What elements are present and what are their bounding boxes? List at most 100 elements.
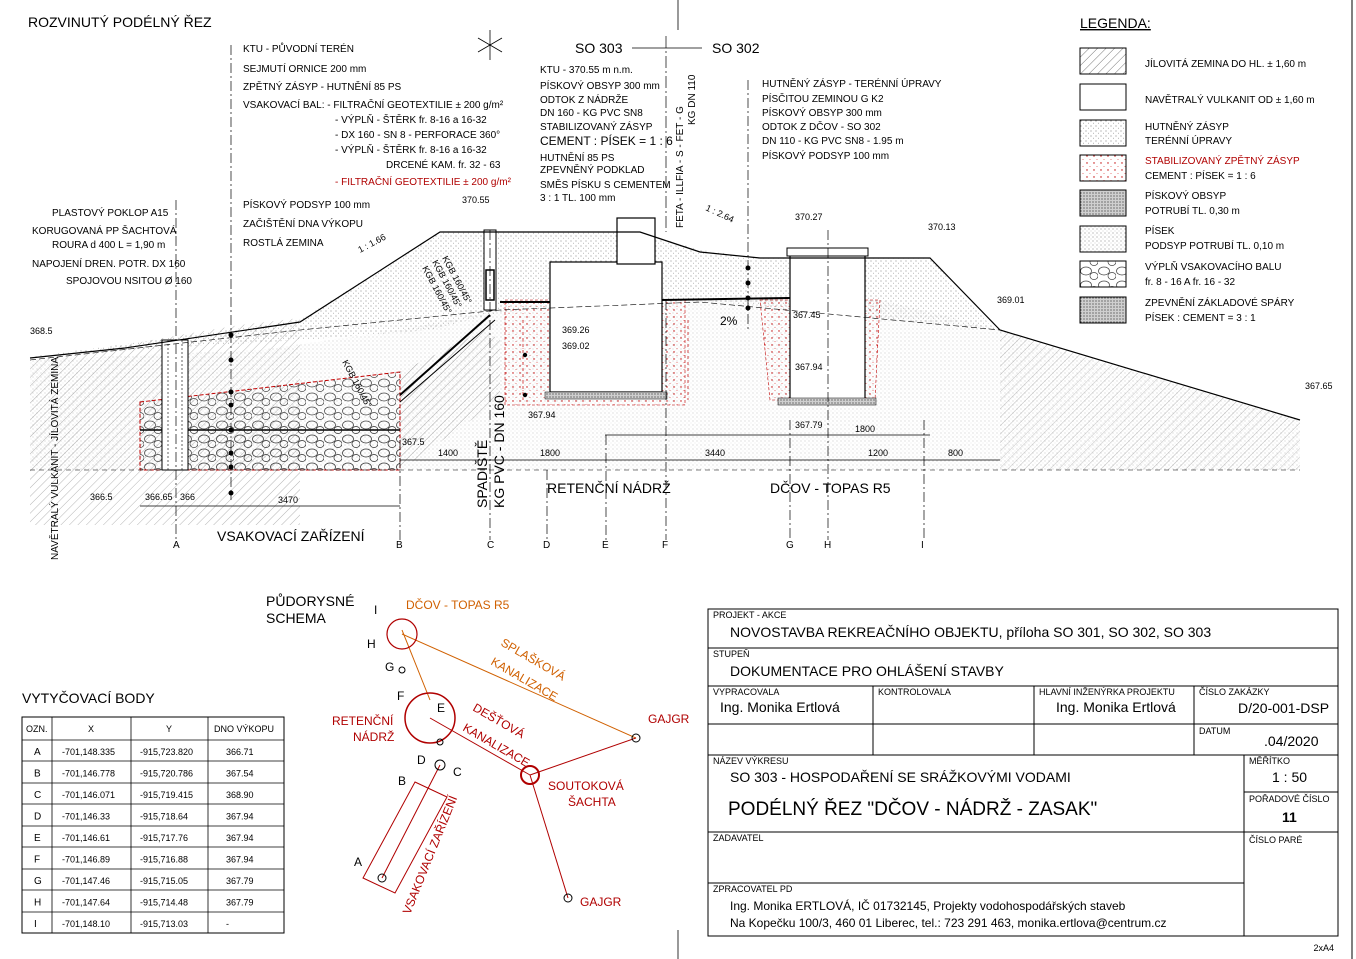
svg-text:1 : 1.66: 1 : 1.66 [356, 232, 387, 255]
svg-text:367.5: 367.5 [402, 437, 425, 447]
section-title: ROZVINUTÝ PODÉLNÝ ŘEZ [28, 14, 212, 30]
table-cell: -915,718.64 [140, 812, 188, 822]
table-cell: 367.94 [226, 855, 254, 865]
svg-text:PÍSKOVÝ OBSYP 300 mm: PÍSKOVÝ OBSYP 300 mm [540, 79, 660, 92]
table-cell: - [226, 919, 229, 929]
notes-left: KTU - PŮVODNÍ TERÉN SEJMUTÍ ORNICE 200 m… [243, 42, 512, 249]
svg-text:VÝPLŇ VSAKOVACÍHO BALU: VÝPLŇ VSAKOVACÍHO BALU [1145, 260, 1282, 273]
axis-letters: A B C D E F G H I [173, 540, 924, 551]
svg-text:HLAVNÍ INŽENÝRKA PROJEKTU: HLAVNÍ INŽENÝRKA PROJEKTU [1039, 687, 1175, 697]
svg-text:ODTOK Z NÁDRŽE: ODTOK Z NÁDRŽE [540, 93, 628, 106]
notes-right: HUTNĚNÝ ZÁSYP - TERÉNNÍ ÚPRAVY PÍSČITOU … [762, 77, 942, 162]
svg-text:1 : 50: 1 : 50 [1272, 769, 1307, 785]
svg-text:RETENČNÍ: RETENČNÍ [332, 713, 394, 728]
svg-text:PÍSKOVÝ OBSYP: PÍSKOVÝ OBSYP [1145, 189, 1226, 202]
svg-text:GAJGR: GAJGR [580, 895, 622, 909]
svg-text:367.45: 367.45 [793, 310, 821, 320]
svg-text:TERÉNNÍ ÚPRAVY: TERÉNNÍ ÚPRAVY [1145, 134, 1232, 147]
svg-text:HUTNĚNÝ ZÁSYP: HUTNĚNÝ ZÁSYP [1145, 120, 1229, 133]
svg-text:367.79: 367.79 [795, 420, 823, 430]
table-cell: -915,719.415 [140, 790, 193, 800]
svg-text:2%: 2% [720, 314, 738, 328]
table-cell: -915,713.03 [140, 919, 188, 929]
svg-text:PÍSKOVÝ PODSYP 100 mm: PÍSKOVÝ PODSYP 100 mm [243, 198, 370, 211]
svg-text:PÍSEK: PÍSEK [1145, 224, 1175, 237]
svg-text:KTU - PŮVODNÍ TERÉN: KTU - PŮVODNÍ TERÉN [243, 42, 354, 55]
svg-text:367.94: 367.94 [528, 410, 556, 420]
svg-text:VYPRACOVALA: VYPRACOVALA [713, 687, 779, 697]
table-cell: 368.90 [226, 790, 254, 800]
svg-text:PÍSKOVÝ OBSYP 300 mm: PÍSKOVÝ OBSYP 300 mm [762, 106, 882, 119]
svg-text:370.13: 370.13 [928, 222, 956, 232]
svg-text:C: C [487, 540, 494, 551]
svg-text:STABILIZOVANÝ ZPĚTNÝ ZÁSYP: STABILIZOVANÝ ZPĚTNÝ ZÁSYP [1145, 154, 1300, 167]
svg-text:KORUGOVANÁ PP ŠACHTOVÁ: KORUGOVANÁ PP ŠACHTOVÁ [32, 224, 177, 237]
svg-text:D: D [543, 540, 550, 551]
table-cell: -701,146.071 [62, 790, 115, 800]
svg-text:ZPEVNĚNÝ PODKLAD: ZPEVNĚNÝ PODKLAD [540, 163, 644, 176]
svg-text:HUTNĚNÍ 85 PS: HUTNĚNÍ 85 PS [540, 151, 615, 164]
tank-section-label: RETENČNÍ NÁDRŽ [547, 480, 671, 496]
svg-text:SOUTOKOVÁ: SOUTOKOVÁ [548, 778, 624, 793]
svg-text:NAPOJENÍ DREN. POTR. DX 160: NAPOJENÍ DREN. POTR. DX 160 [32, 257, 186, 270]
drop-pipe-label: KG PVC - DN 160 [491, 395, 507, 508]
svg-text:3 : 1 TL. 100 mm: 3 : 1 TL. 100 mm [540, 193, 615, 204]
table-cell: D [34, 812, 41, 823]
svg-text:G: G [786, 540, 794, 551]
svg-text:.04/2020: .04/2020 [1264, 733, 1319, 749]
svg-text:A: A [173, 540, 180, 551]
svg-text:E: E [602, 540, 609, 551]
svg-text:NAVĚTRALÝ VULKANIT OD ± 1,60 m: NAVĚTRALÝ VULKANIT OD ± 1,60 m [1145, 93, 1315, 106]
svg-text:366: 366 [180, 492, 195, 502]
table-cell: 367.94 [226, 833, 254, 843]
svg-text:PODÉLNÝ ŘEZ "DČOV - NÁDRŽ -: PODÉLNÝ ŘEZ "DČOV - NÁDRŽ - ZASAK" [728, 798, 1097, 820]
legend: LEGENDA: JÍLOVITÁ ZEMINA DO HL. ± 1,60 m… [1079, 15, 1315, 324]
svg-text:STABILIZOVANÝ ZÁSYP: STABILIZOVANÝ ZÁSYP [540, 120, 653, 133]
svg-text:Na Kopečku 100/3, 460 01 Liber: Na Kopečku 100/3, 460 01 Liberec, tel.: … [730, 916, 1166, 930]
svg-text:I: I [921, 540, 924, 551]
svg-text:PŮDORYSNÉ: PŮDORYSNÉ [266, 592, 354, 609]
svg-text:C: C [453, 765, 462, 779]
pipe-vertical-label-2: KG DN 110 [687, 74, 698, 125]
pipe-vertical-label: FETA - ILLFIA - S - FET - G [675, 106, 686, 228]
svg-text:Ing. Monika ERTLOVÁ, IČ 017321: Ing. Monika ERTLOVÁ, IČ 01732145, Projek… [730, 898, 1126, 913]
terrain-line [29, 231, 1301, 421]
svg-text:NÁDRŽ: NÁDRŽ [353, 729, 394, 744]
svg-text:366.65: 366.65 [145, 492, 173, 502]
svg-text:KONTROLOVALA: KONTROLOVALA [878, 687, 951, 697]
svg-text:VSAKOVACÍ ZAŘÍZENÍ: VSAKOVACÍ ZAŘÍZENÍ [399, 793, 461, 916]
svg-text:3440: 3440 [705, 448, 725, 458]
table-cell: -915,720.786 [140, 769, 193, 779]
svg-text:11: 11 [1282, 809, 1297, 825]
svg-text:LEGENDA:: LEGENDA: [1080, 15, 1151, 31]
svg-text:JÍLOVITÁ ZEMINA DO HL. ± 1,60: JÍLOVITÁ ZEMINA DO HL. ± 1,60 m [1145, 57, 1306, 70]
table-cell: -915,714.48 [140, 898, 188, 908]
svg-text:H: H [824, 540, 831, 551]
table-cell: H [34, 898, 41, 909]
so-right-label: SO 302 [712, 40, 760, 56]
table-cell: 367.94 [226, 812, 254, 822]
table-cell: -915,716.88 [140, 855, 188, 865]
svg-text:NÁZEV VÝKRESU: NÁZEV VÝKRESU [713, 756, 789, 766]
svg-text:POTRUBÍ TL. 0,30 m: POTRUBÍ TL. 0,30 m [1145, 204, 1240, 217]
svg-text:ZPRACOVATEL PD: ZPRACOVATEL PD [713, 884, 793, 894]
svg-text:370.27: 370.27 [795, 212, 823, 222]
svg-text:SMĚS PÍSKU S CEMENTEM: SMĚS PÍSKU S CEMENTEM [540, 178, 671, 191]
title-block: PROJEKT - AKCE STUPEŇ VYPRACOVALA KONTRO… [707, 608, 1339, 953]
svg-text:PÍSČITOU ZEMINOU G K2: PÍSČITOU ZEMINOU G K2 [762, 92, 884, 105]
table-cell: -701,146.89 [62, 855, 110, 865]
table-cell: 367.79 [226, 876, 254, 886]
svg-text:H: H [367, 637, 376, 651]
svg-text:GAJGR: GAJGR [648, 712, 690, 726]
table-cell: -915,723.820 [140, 747, 193, 757]
svg-text:POŘADOVÉ ČÍSLO: POŘADOVÉ ČÍSLO [1249, 794, 1330, 804]
svg-text:CEMENT : PÍSEK = 1 : 6: CEMENT : PÍSEK = 1 : 6 [540, 133, 673, 148]
svg-text:MĚŘÍTKO: MĚŘÍTKO [1249, 756, 1290, 766]
svg-text:VYTYČOVACÍ BODY: VYTYČOVACÍ BODY [22, 690, 155, 706]
table-cell: B [34, 769, 41, 780]
plan-schema: PŮDORYSNÉ SCHEMA I DČOV - TOPAS R5 H G F… [266, 592, 690, 916]
svg-text:DRCENÉ KAM. fr. 32 - 63: DRCENÉ KAM. fr. 32 - 63 [386, 158, 501, 171]
svg-text:ODTOK Z DČOV - SO 302: ODTOK Z DČOV - SO 302 [762, 120, 881, 133]
svg-text:- DX 160 - SN 8 - PERFORACE 36: - DX 160 - SN 8 - PERFORACE 360° [335, 130, 500, 141]
table-cell: -701,146.61 [62, 833, 110, 843]
